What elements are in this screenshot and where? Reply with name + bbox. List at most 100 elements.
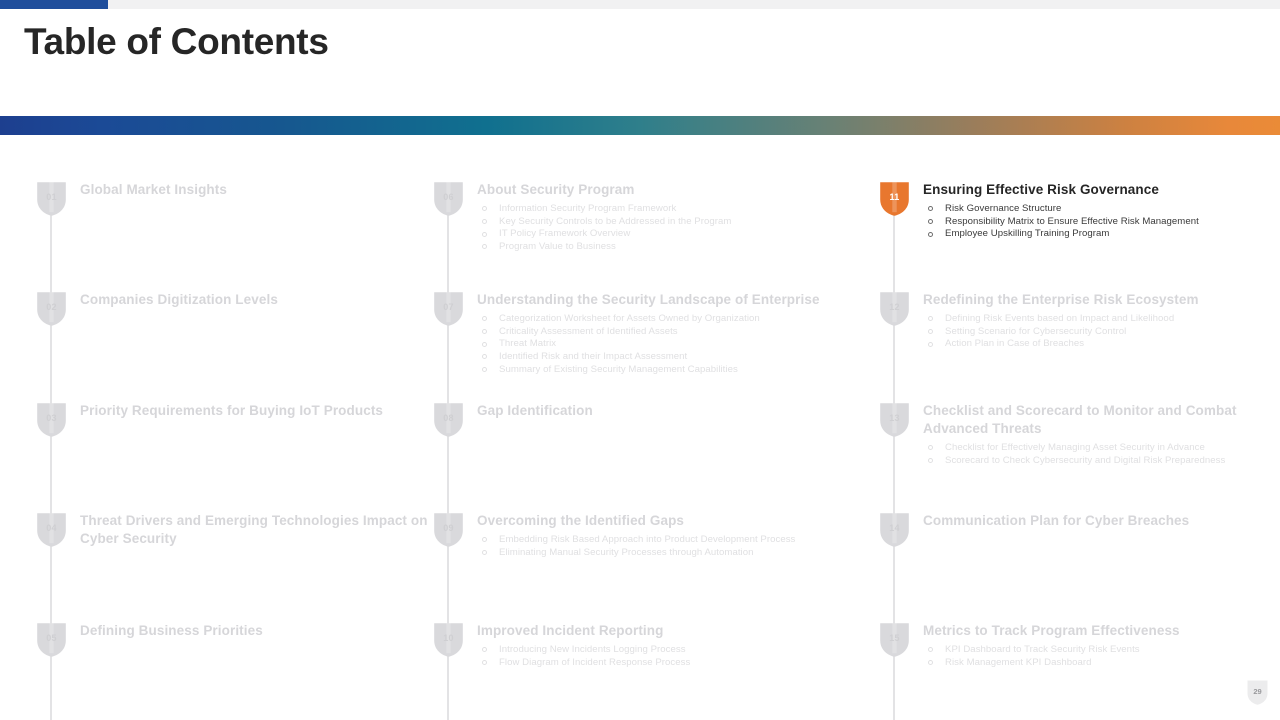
- sublist-item[interactable]: KPI Dashboard to Track Security Risk Eve…: [923, 644, 1273, 657]
- bullet-circle-icon: [482, 219, 487, 225]
- shield-icon: 13: [879, 402, 910, 438]
- entry-number: 11: [889, 192, 900, 202]
- sublist-item-label: Embedding Risk Based Approach into Produ…: [499, 533, 796, 545]
- bullet-circle-icon: [482, 316, 487, 322]
- entry-title[interactable]: About Security Program: [477, 182, 635, 197]
- entry-number: 14: [889, 523, 900, 533]
- sublist-item[interactable]: Key Security Controls to be Addressed in…: [477, 216, 867, 229]
- entry-number: 04: [46, 523, 57, 533]
- entry-title[interactable]: Communication Plan for Cyber Breaches: [923, 513, 1190, 528]
- sublist-item[interactable]: Eliminating Manual Security Processes th…: [477, 547, 867, 560]
- entry-title[interactable]: Defining Business Priorities: [80, 623, 263, 638]
- entry-body: Companies Digitization Levels: [80, 291, 430, 309]
- entry-title[interactable]: Gap Identification: [477, 403, 593, 418]
- entry-number: 09: [443, 523, 454, 533]
- entry-title[interactable]: Threat Drivers and Emerging Technologies…: [80, 513, 428, 546]
- connector-rail: [893, 313, 895, 429]
- shield-icon: 09: [433, 512, 464, 548]
- bullet-circle-icon: [928, 329, 933, 335]
- sublist-item[interactable]: Categorization Worksheet for Assets Owne…: [477, 313, 867, 326]
- entry-body: Redefining the Enterprise Risk Ecosystem…: [923, 291, 1273, 351]
- shield-icon: 06: [433, 181, 464, 217]
- bullet-circle-icon: [482, 231, 487, 237]
- bullet-circle-icon: [928, 341, 933, 347]
- entry-title[interactable]: Understanding the Security Landscape of …: [477, 292, 820, 307]
- sublist-item[interactable]: Checklist for Effectively Managing Asset…: [923, 442, 1273, 455]
- entry-body: Understanding the Security Landscape of …: [477, 291, 867, 376]
- sublist-item-label: Responsibility Matrix to Ensure Effectiv…: [945, 215, 1199, 227]
- entry-number: 01: [46, 192, 57, 202]
- bullet-circle-icon: [482, 341, 487, 347]
- bullet-circle-icon: [482, 244, 487, 250]
- bullet-circle-icon: [928, 231, 933, 237]
- sublist-item[interactable]: Responsibility Matrix to Ensure Effectiv…: [923, 216, 1273, 229]
- entry-body: Global Market Insights: [80, 181, 430, 199]
- sublist-item[interactable]: Defining Risk Events based on Impact and…: [923, 313, 1273, 326]
- sublist-item[interactable]: Risk Governance Structure: [923, 203, 1273, 216]
- sublist-item[interactable]: Action Plan in Case of Breaches: [923, 338, 1273, 351]
- entry-title[interactable]: Metrics to Track Program Effectiveness: [923, 623, 1180, 638]
- entry-body: Checklist and Scorecard to Monitor and C…: [923, 402, 1273, 467]
- entry-number: 07: [443, 302, 454, 312]
- entry-title[interactable]: Priority Requirements for Buying IoT Pro…: [80, 403, 384, 418]
- gradient-divider-bar: [0, 116, 1280, 135]
- bullet-circle-icon: [482, 550, 487, 556]
- bullet-circle-icon: [482, 354, 487, 360]
- sublist-item[interactable]: Information Security Program Framework: [477, 203, 867, 216]
- entry-title[interactable]: Ensuring Effective Risk Governance: [923, 182, 1159, 197]
- sublist-item[interactable]: Program Value to Business: [477, 241, 867, 254]
- entry-sublist: Checklist for Effectively Managing Asset…: [923, 442, 1273, 467]
- entry-title[interactable]: Checklist and Scorecard to Monitor and C…: [923, 403, 1237, 436]
- sublist-item-label: Setting Scenario for Cybersecurity Contr…: [945, 325, 1127, 337]
- entry-sublist: Introducing New Incidents Logging Proces…: [477, 644, 867, 669]
- sublist-item-label: Categorization Worksheet for Assets Owne…: [499, 312, 760, 324]
- sublist-item[interactable]: Criticality Assessment of Identified Ass…: [477, 326, 867, 339]
- entry-title[interactable]: Improved Incident Reporting: [477, 623, 664, 638]
- sublist-item-label: Criticality Assessment of Identified Ass…: [499, 325, 678, 337]
- sublist-item[interactable]: IT Policy Framework Overview: [477, 228, 867, 241]
- sublist-item-label: Introducing New Incidents Logging Proces…: [499, 643, 686, 655]
- shield-icon: 07: [433, 291, 464, 327]
- connector-rail: [447, 424, 449, 540]
- sublist-item-label: Summary of Existing Security Management …: [499, 363, 738, 375]
- bullet-circle-icon: [928, 316, 933, 322]
- bullet-circle-icon: [928, 219, 933, 225]
- connector-rail: [50, 644, 52, 720]
- sublist-item[interactable]: Introducing New Incidents Logging Proces…: [477, 644, 867, 657]
- sublist-item[interactable]: Identified Risk and their Impact Assessm…: [477, 351, 867, 364]
- sublist-item[interactable]: Scorecard to Check Cybersecurity and Dig…: [923, 455, 1273, 468]
- entry-number: 15: [889, 633, 900, 643]
- entry-title[interactable]: Overcoming the Identified Gaps: [477, 513, 685, 528]
- entry-title[interactable]: Global Market Insights: [80, 182, 227, 197]
- entry-sublist: KPI Dashboard to Track Security Risk Eve…: [923, 644, 1273, 669]
- connector-rail: [893, 424, 895, 540]
- sublist-item-label: Risk Governance Structure: [945, 202, 1062, 214]
- sublist-item[interactable]: Risk Management KPI Dashboard: [923, 657, 1273, 670]
- entry-title[interactable]: Redefining the Enterprise Risk Ecosystem: [923, 292, 1199, 307]
- connector-rail: [447, 203, 449, 319]
- connector-rail: [447, 644, 449, 720]
- entry-number: 12: [889, 302, 900, 312]
- entry-title[interactable]: Companies Digitization Levels: [80, 292, 278, 307]
- sublist-item[interactable]: Employee Upskilling Training Program: [923, 228, 1273, 241]
- sublist-item-label: Action Plan in Case of Breaches: [945, 338, 1085, 350]
- connector-rail: [447, 313, 449, 429]
- entry-body: Priority Requirements for Buying IoT Pro…: [80, 402, 430, 420]
- bullet-circle-icon: [482, 367, 487, 373]
- sublist-item[interactable]: Summary of Existing Security Management …: [477, 364, 867, 377]
- sublist-item[interactable]: Embedding Risk Based Approach into Produ…: [477, 534, 867, 547]
- sublist-item[interactable]: Flow Diagram of Incident Response Proces…: [477, 657, 867, 670]
- sublist-item[interactable]: Threat Matrix: [477, 338, 867, 351]
- entry-sublist: Categorization Worksheet for Assets Owne…: [477, 313, 867, 376]
- sublist-item[interactable]: Setting Scenario for Cybersecurity Contr…: [923, 326, 1273, 339]
- shield-icon: 12: [879, 291, 910, 327]
- bullet-circle-icon: [928, 647, 933, 653]
- entry-number: 10: [443, 633, 454, 643]
- shield-icon: 10: [433, 622, 464, 658]
- bullet-circle-icon: [482, 206, 487, 212]
